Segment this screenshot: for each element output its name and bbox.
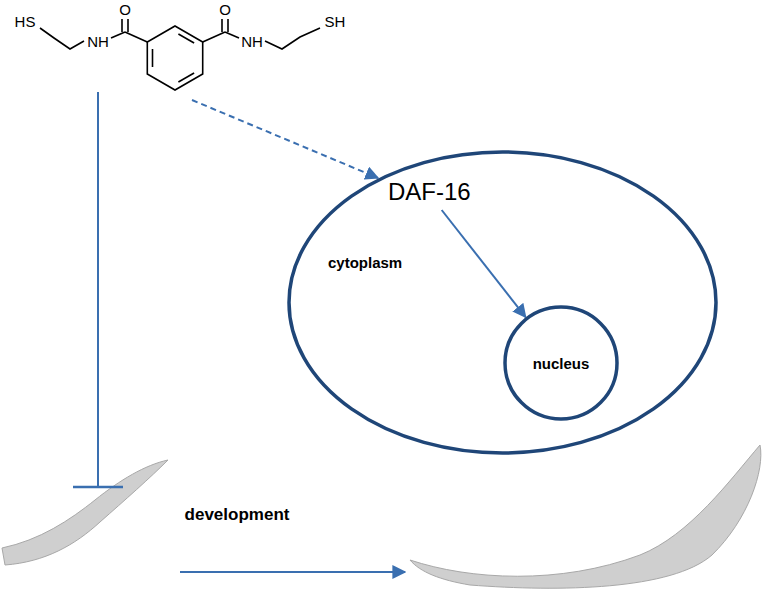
small-worm	[2, 460, 168, 565]
development-arrow	[180, 571, 405, 573]
protein-label: DAF-16	[385, 176, 474, 208]
label-holder: HS	[15, 13, 36, 31]
large-worm	[410, 445, 761, 588]
cell-outline	[287, 150, 718, 455]
label-holder: SH	[325, 13, 346, 31]
atom-label: SH	[325, 13, 346, 30]
atom-label: O	[219, 1, 231, 18]
dashed-arrow	[192, 100, 378, 178]
label-holder: development	[185, 505, 290, 525]
label-holder: NH	[87, 33, 109, 51]
atom-label: NH	[241, 33, 263, 50]
translocation-arrow	[442, 210, 526, 317]
molecule-bonds	[40, 19, 320, 90]
protein-name: DAF-16	[388, 178, 471, 206]
label-holder: O	[119, 1, 131, 19]
cell-ellipse: cytoplasm DAF-16 nucleus	[287, 150, 718, 455]
atom-label: O	[119, 1, 131, 18]
compartment-label: cytoplasm	[328, 254, 402, 271]
label-holder: NH	[241, 33, 263, 51]
label-holder: O	[219, 1, 231, 19]
atom-label: NH	[87, 33, 109, 50]
compartment-label: nucleus	[533, 355, 590, 372]
process-label: development	[185, 505, 290, 524]
nucleus-circle: nucleus	[503, 305, 619, 421]
inhibition-line	[97, 92, 99, 487]
atom-label: HS	[15, 13, 36, 30]
inhibition-bar	[73, 486, 123, 489]
